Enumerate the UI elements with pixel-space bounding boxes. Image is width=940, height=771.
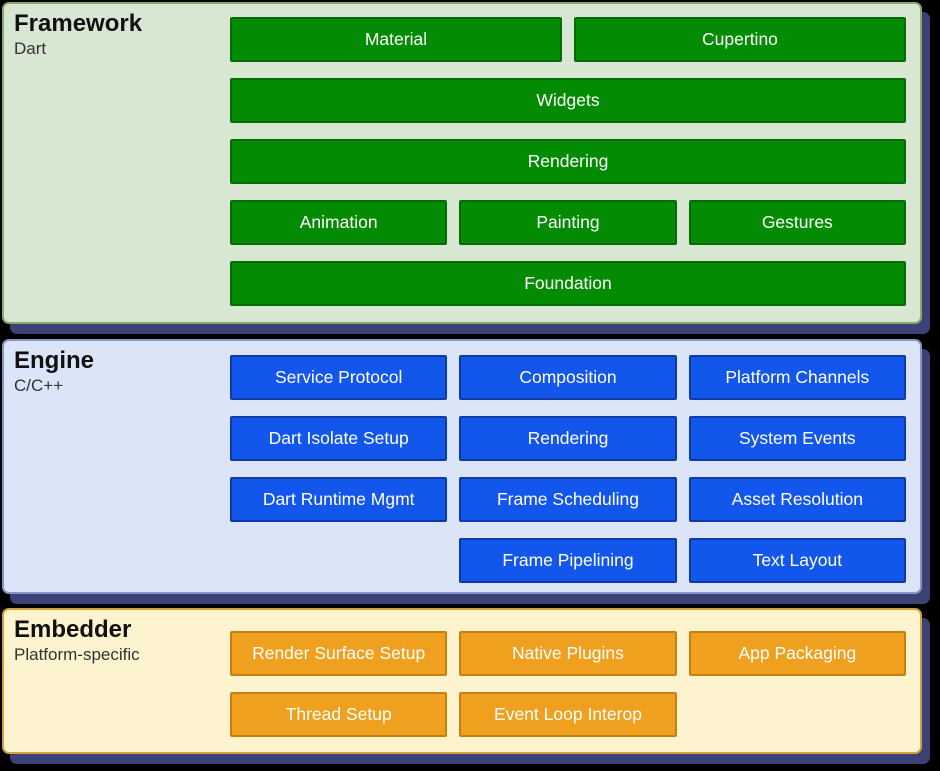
engine-block-grid: Service Protocol Composition Platform Ch…	[230, 355, 906, 583]
block-thread-setup: Thread Setup	[230, 692, 448, 737]
block-asset-resolution: Asset Resolution	[688, 477, 906, 522]
framework-layer-label: Framework Dart	[14, 10, 142, 59]
embedder-block-grid: Render Surface Setup Native Plugins App …	[230, 631, 906, 737]
block-frame-pipelining: Frame Pipelining	[459, 538, 677, 583]
embedder-layer-panel: Embedder Platform-specific Render Surfac…	[2, 608, 922, 754]
framework-layer-panel: Framework Dart Material Cupertino Widget…	[2, 2, 922, 324]
block-foundation: Foundation	[230, 261, 906, 306]
block-material: Material	[230, 17, 562, 62]
block-widgets: Widgets	[230, 78, 906, 123]
engine-layer-subtitle: C/C++	[14, 375, 64, 395]
framework-layer-title: Framework	[14, 10, 143, 37]
block-cupertino: Cupertino	[573, 17, 906, 62]
block-app-packaging: App Packaging	[688, 631, 906, 676]
engine-layer-title: Engine	[14, 347, 95, 374]
block-text-layout: Text Layout	[688, 538, 906, 583]
embedder-layer-label: Embedder Platform-specific	[14, 616, 140, 665]
block-painting: Painting	[459, 200, 677, 245]
engine-layer-panel: Engine C/C++ Service Protocol Compositio…	[2, 339, 922, 594]
block-service-protocol: Service Protocol	[230, 355, 448, 400]
block-event-loop-interop: Event Loop Interop	[459, 692, 677, 737]
block-composition: Composition	[459, 355, 677, 400]
engine-layer-label: Engine C/C++	[14, 347, 94, 396]
framework-block-grid: Material Cupertino Widgets Rendering Ani…	[230, 17, 906, 306]
block-animation: Animation	[230, 200, 448, 245]
block-dart-isolate-setup: Dart Isolate Setup	[230, 416, 448, 461]
block-system-events: System Events	[688, 416, 906, 461]
block-platform-channels: Platform Channels	[688, 355, 906, 400]
embedder-layer-subtitle: Platform-specific	[14, 644, 140, 664]
block-rendering-framework: Rendering	[230, 139, 906, 184]
block-native-plugins: Native Plugins	[459, 631, 677, 676]
block-gestures: Gestures	[688, 200, 906, 245]
block-frame-scheduling: Frame Scheduling	[459, 477, 677, 522]
block-dart-runtime-mgmt: Dart Runtime Mgmt	[230, 477, 448, 522]
block-rendering-engine: Rendering	[459, 416, 677, 461]
block-render-surface-setup: Render Surface Setup	[230, 631, 448, 676]
framework-layer-subtitle: Dart	[14, 38, 47, 58]
embedder-layer-title: Embedder	[14, 616, 132, 643]
